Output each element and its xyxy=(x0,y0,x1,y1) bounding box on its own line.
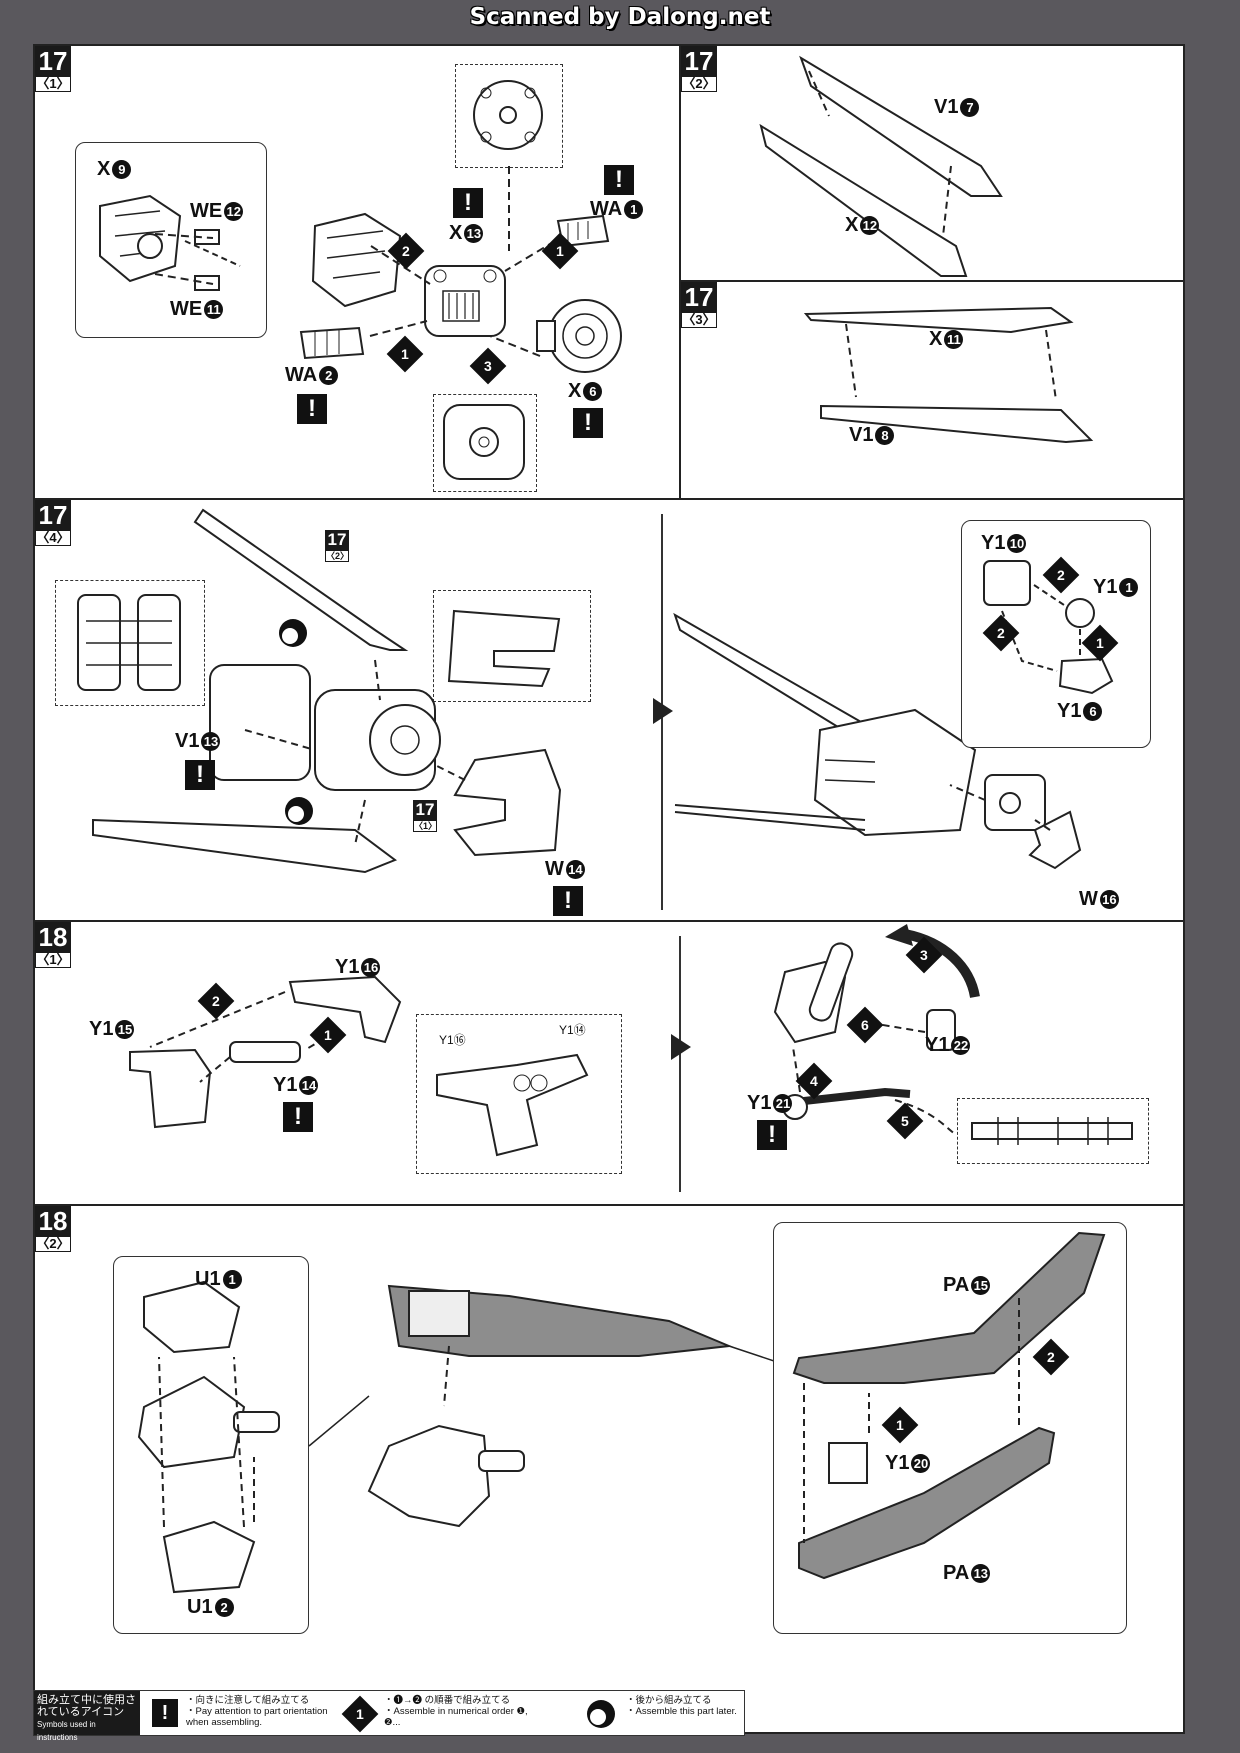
part-y1-joint-drawing xyxy=(129,975,402,1129)
part-x9-main xyxy=(311,212,402,308)
step-badge-17-4: 17 〈4〉 xyxy=(35,500,71,546)
later-icon xyxy=(586,1699,616,1729)
step-sub: 〈2〉 xyxy=(35,1236,71,1252)
legend-warning-text: ・向きに注意して組み立てる・Pay attention to part orie… xyxy=(186,1695,328,1728)
warning-icon: ! xyxy=(553,886,583,916)
warning-icon: ! xyxy=(185,760,215,790)
part-v17-blade xyxy=(92,508,562,874)
page-number: 19 xyxy=(1155,1700,1182,1727)
warning-icon: ! xyxy=(757,1120,787,1150)
label-y116-small: Y1⑯ xyxy=(439,1033,466,1047)
scanner-watermark: Scanned by Dalong.net xyxy=(469,4,771,30)
step-badge-17-2: 17 〈2〉 xyxy=(681,46,717,92)
step-number: 18 xyxy=(35,922,71,952)
part-y1-arm-drawing xyxy=(773,924,980,1135)
step-number: 17 xyxy=(681,46,717,76)
detail-w14-underside xyxy=(433,590,591,702)
warning-icon: ! xyxy=(573,408,603,438)
inset-pa-assembly xyxy=(773,1222,1127,1634)
later-icon xyxy=(278,618,308,648)
step-badge-17-1: 17 〈1〉 xyxy=(35,46,71,92)
step-sub: 〈1〉 xyxy=(35,952,71,968)
part-sword-assembly xyxy=(308,1284,790,1528)
part-x11-v18-drawing xyxy=(803,306,1094,444)
step-sub: 〈1〉 xyxy=(35,76,71,92)
step-badge-17-3: 17 〈3〉 xyxy=(681,282,717,328)
step-number: 17 xyxy=(35,46,71,76)
step-sub: 〈2〉 xyxy=(681,76,717,92)
part-assembled-blade xyxy=(673,612,1082,870)
label-y114-small: Y1⑭ xyxy=(559,1023,586,1037)
ref-step-17-1: 17 〈1〉 xyxy=(413,800,438,832)
detail-x6-underside xyxy=(433,394,537,492)
part-wa2-drawing xyxy=(299,326,365,360)
step-badge-18-1: 18 〈1〉 xyxy=(35,922,71,968)
part-x6-drawing xyxy=(536,299,622,373)
step-number: 17 xyxy=(35,500,71,530)
next-arrow-icon xyxy=(671,1034,691,1060)
detail-frame-inner xyxy=(55,580,205,706)
next-arrow-icon xyxy=(653,698,673,724)
step-number: 18 xyxy=(35,1206,71,1236)
panel-17-4: 17 〈4〉 17 〈2〉 17 〈1〉 xyxy=(33,498,1185,922)
step-badge-18-2: 18 〈2〉 xyxy=(35,1206,71,1252)
later-icon xyxy=(284,796,314,826)
step-sub: 〈3〉 xyxy=(681,312,717,328)
detail-y1-rod xyxy=(957,1098,1149,1164)
step-sub: 〈4〉 xyxy=(35,530,71,546)
warning-icon: ! xyxy=(604,165,634,195)
ref-step-17-2: 17 〈2〉 xyxy=(325,530,350,562)
order-mark-icon: 1 xyxy=(341,1695,379,1733)
assembly-arrows xyxy=(154,166,556,357)
warning-icon: ! xyxy=(297,394,327,424)
part-x13-core xyxy=(424,265,506,337)
legend-order-text: ・❶→❷ の順番で組み立てる・Assemble in numerical ord… xyxy=(384,1695,528,1728)
part-v17-x12-drawing xyxy=(759,55,1003,277)
legend-later-text: ・後から組み立てる・Assemble this part later. xyxy=(626,1695,737,1717)
step-number: 17 xyxy=(681,282,717,312)
warning-icon: ! xyxy=(453,188,483,218)
inset-u1-assembly xyxy=(113,1256,309,1634)
part-x9-drawing xyxy=(99,194,241,283)
divider xyxy=(679,936,681,1192)
warning-icon: ! xyxy=(283,1102,313,1132)
warning-icon: ! xyxy=(152,1699,178,1727)
detail-y116-y114: Y1⑯ Y1⑭ xyxy=(416,1014,622,1174)
